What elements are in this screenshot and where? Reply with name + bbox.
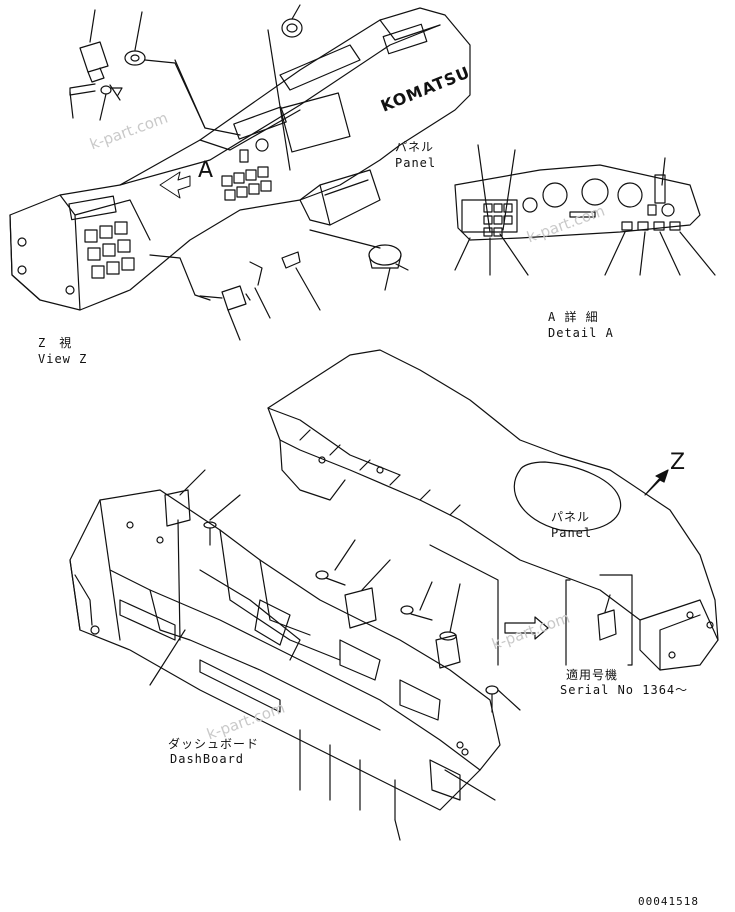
dashboard-label-ja: ダッシュボード xyxy=(168,737,260,751)
view-z-label-ja: Z 視 xyxy=(38,336,73,350)
serial-label-en: Serial No 1364～ xyxy=(560,683,689,697)
sensor-parts-top xyxy=(69,4,303,171)
dashboard-frame xyxy=(69,349,719,821)
view-z-label-en: View Z xyxy=(38,352,88,366)
view-letter-a: A xyxy=(198,158,214,183)
switch-parts-center xyxy=(199,229,409,341)
dash-panel-view-z xyxy=(9,7,471,311)
drawing-number: 00041518 xyxy=(638,895,699,908)
dashboard-label-en: DashBoard xyxy=(170,752,245,766)
dashboard-parts xyxy=(149,469,669,841)
view-letter-z: Z xyxy=(670,450,686,475)
serial-label-ja: 適用号機 xyxy=(566,668,619,682)
detail-a-inset xyxy=(454,144,716,276)
detail-a-label-en: Detail A xyxy=(548,326,614,340)
panel-label-ja-top: パネル xyxy=(395,140,435,154)
panel-label-en-bottom: Panel xyxy=(551,526,593,540)
panel-label-ja-bottom: パネル xyxy=(551,510,591,524)
detail-a-label-ja: A 詳 細 xyxy=(548,310,599,324)
panel-label-en-top: Panel xyxy=(395,156,437,170)
